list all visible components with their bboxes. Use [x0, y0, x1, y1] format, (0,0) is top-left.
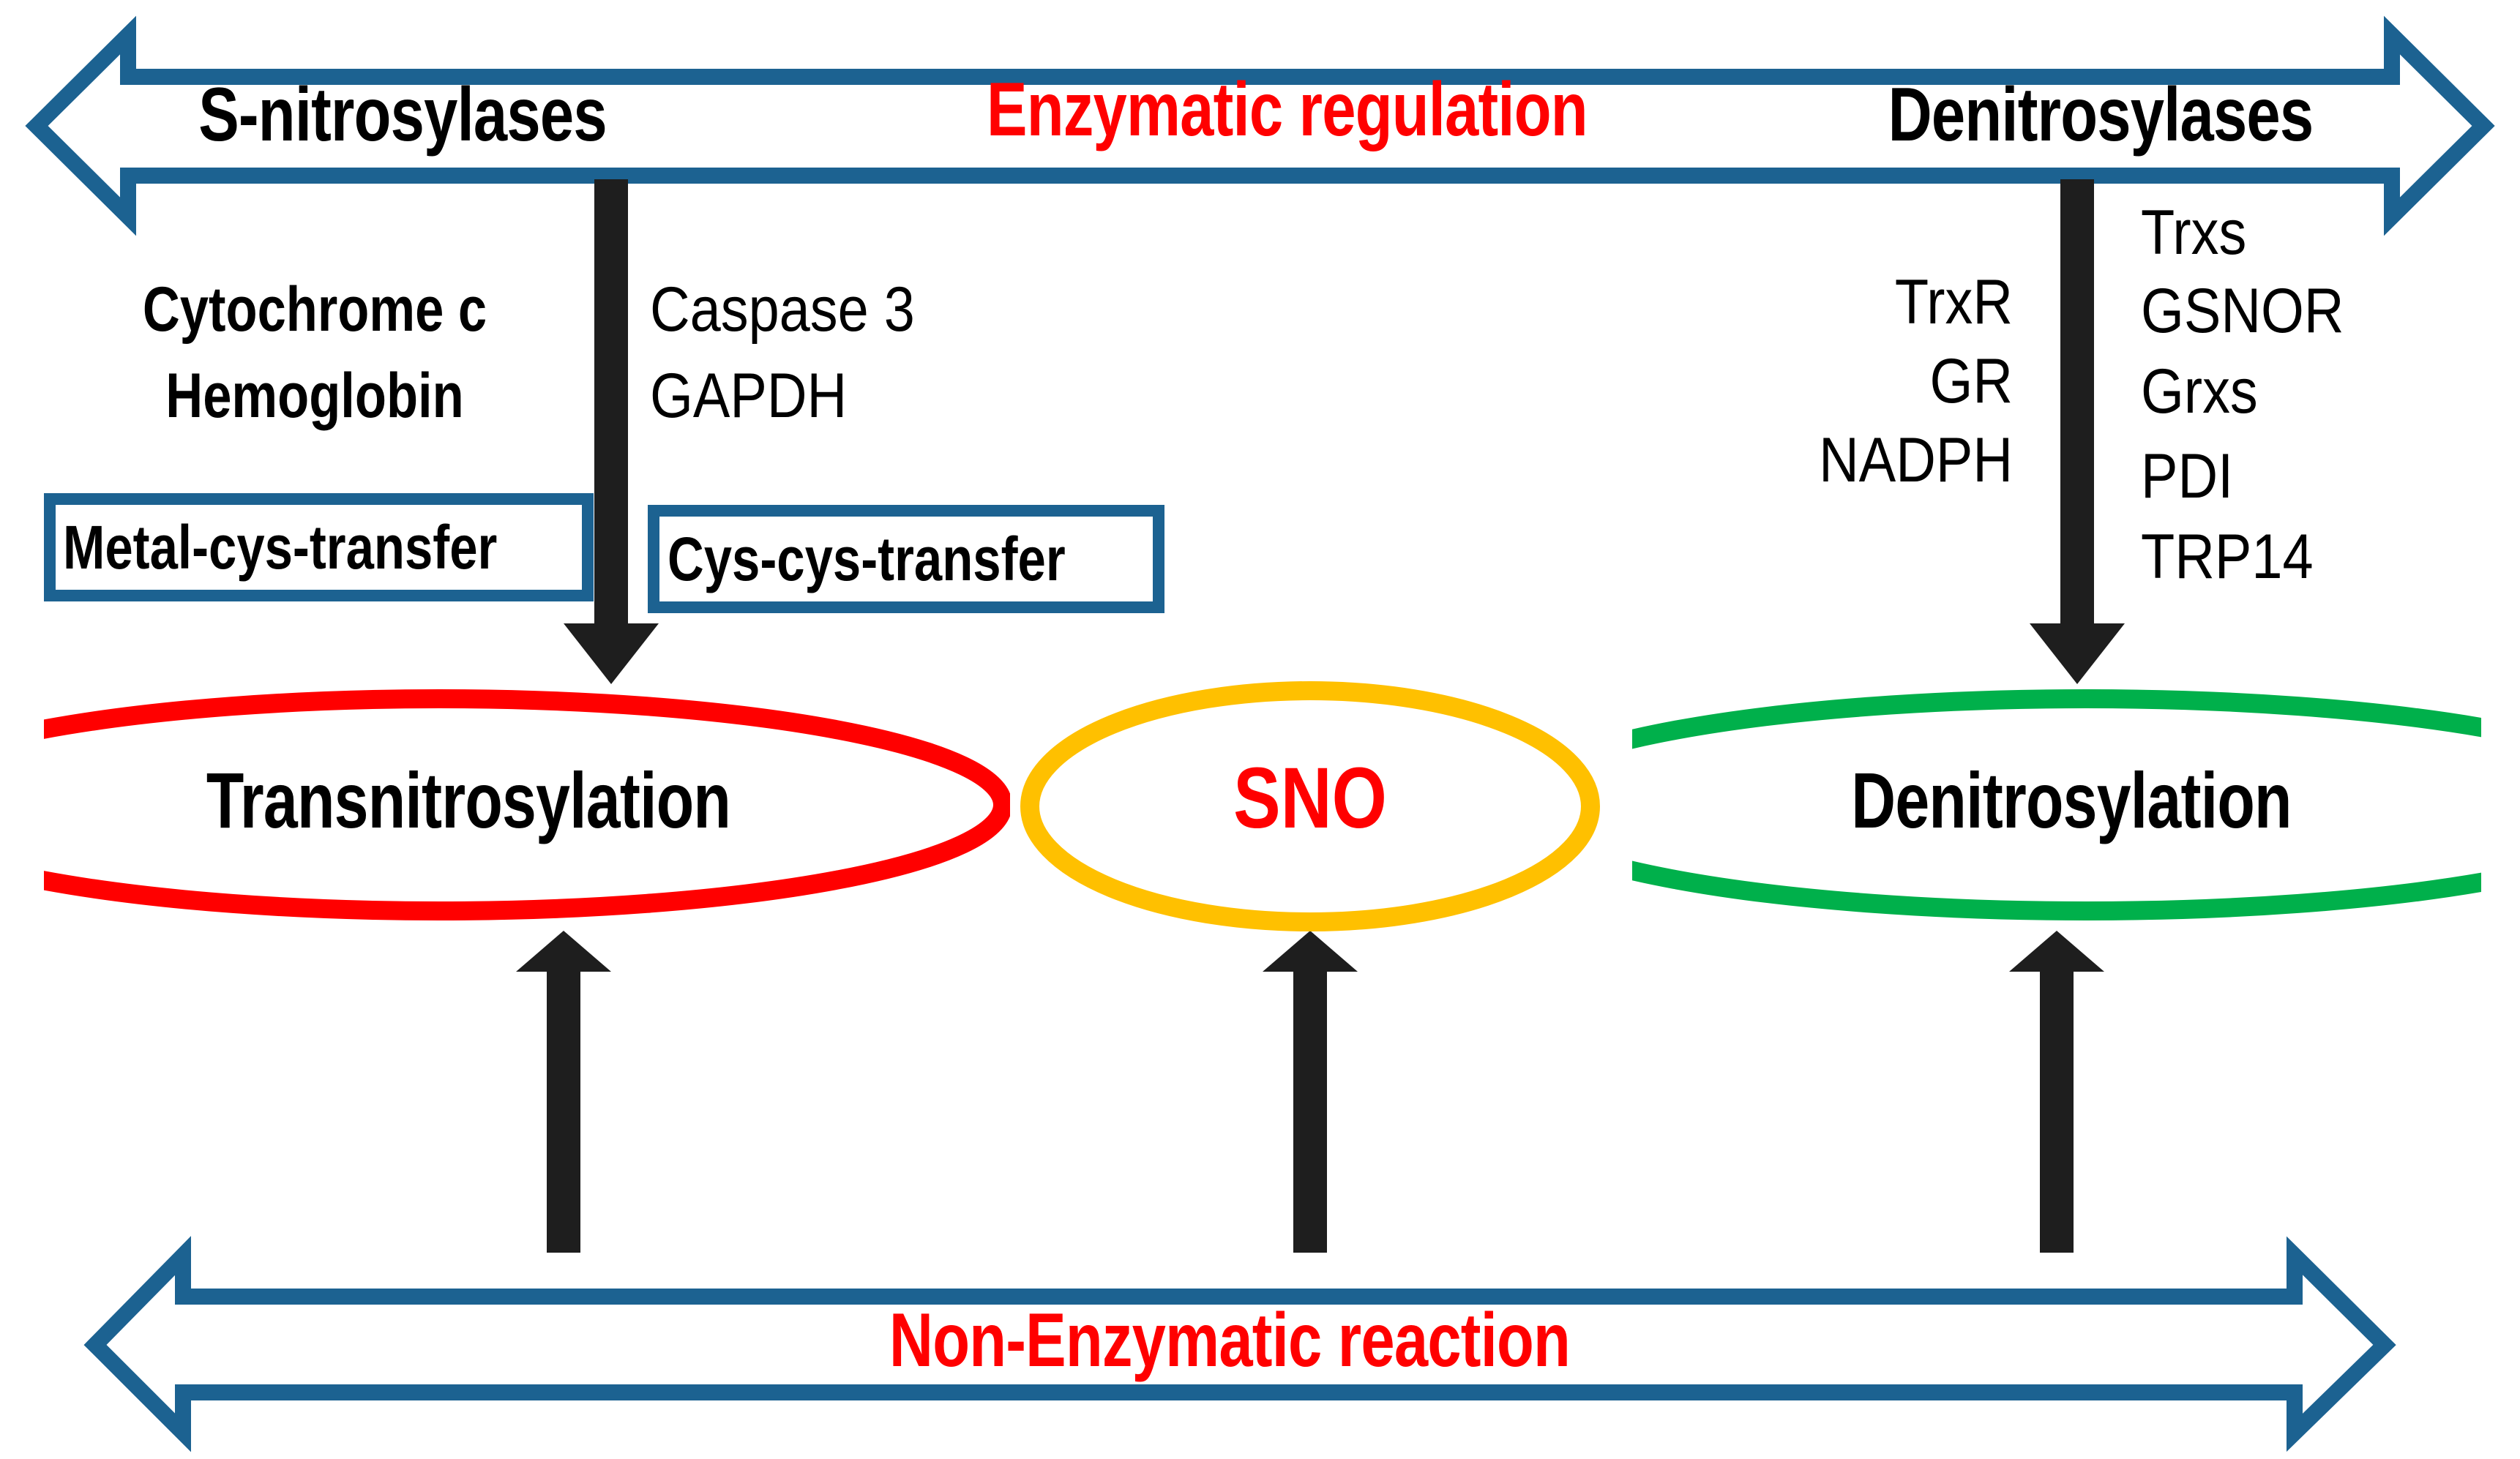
up-arrow-right [2009, 931, 2104, 1253]
transnitrosylation-oval [44, 689, 1010, 920]
sno-label: SNO [1233, 750, 1387, 847]
metal-cys-transfer-box [44, 493, 594, 601]
left-col-b-item-1: GAPDH [650, 361, 848, 431]
left-col-b-item-0: Caspase 3 [650, 274, 915, 345]
top-double-arrow [25, 15, 2495, 236]
left-col-a-item-0: Cytochrome c [142, 274, 487, 345]
right-col-b-item-1: GSNOR [2141, 276, 2344, 346]
right-col-b-item-0: Trxs [2141, 198, 2247, 268]
up-arrow-left [516, 931, 611, 1253]
right-col-a-item-0: TrxR [1894, 267, 2013, 337]
bottom-double-arrow [83, 1236, 2396, 1452]
up-arrow-middle [1263, 931, 1358, 1253]
metal-cys-transfer-label: Metal-cys-transfer [63, 513, 498, 582]
denitrosylation-oval [1632, 689, 2481, 920]
transnitrosylation-label: Transnitrosylation [206, 756, 731, 844]
right-col-a-item-2: NADPH [1819, 425, 2013, 495]
right-col-b-item-3: PDI [2141, 441, 2234, 511]
cys-cys-transfer-box [648, 505, 1164, 613]
non-enzymatic-reaction-label: Non-Enzymatic reaction [889, 1298, 1571, 1383]
denitrosylation-label: Denitrosylation [1851, 756, 2292, 844]
enzymatic-regulation-label: Enzymatic regulation [987, 67, 1588, 152]
right-col-a-item-1: GR [1929, 346, 2013, 416]
sno-oval [1020, 681, 1600, 931]
right-col-b-item-2: Grxs [2141, 356, 2258, 427]
top-right-label: Denitrosylases [1888, 72, 2314, 157]
down-arrow-right [2030, 179, 2125, 684]
cys-cys-transfer-label: Cys-cys-transfer [668, 525, 1066, 593]
top-left-label: S-nitrosylases [198, 72, 607, 157]
down-arrow-left [564, 179, 659, 684]
left-col-a-item-1: Hemoglobin [165, 361, 464, 431]
right-col-b-item-4: TRP14 [2141, 522, 2314, 592]
